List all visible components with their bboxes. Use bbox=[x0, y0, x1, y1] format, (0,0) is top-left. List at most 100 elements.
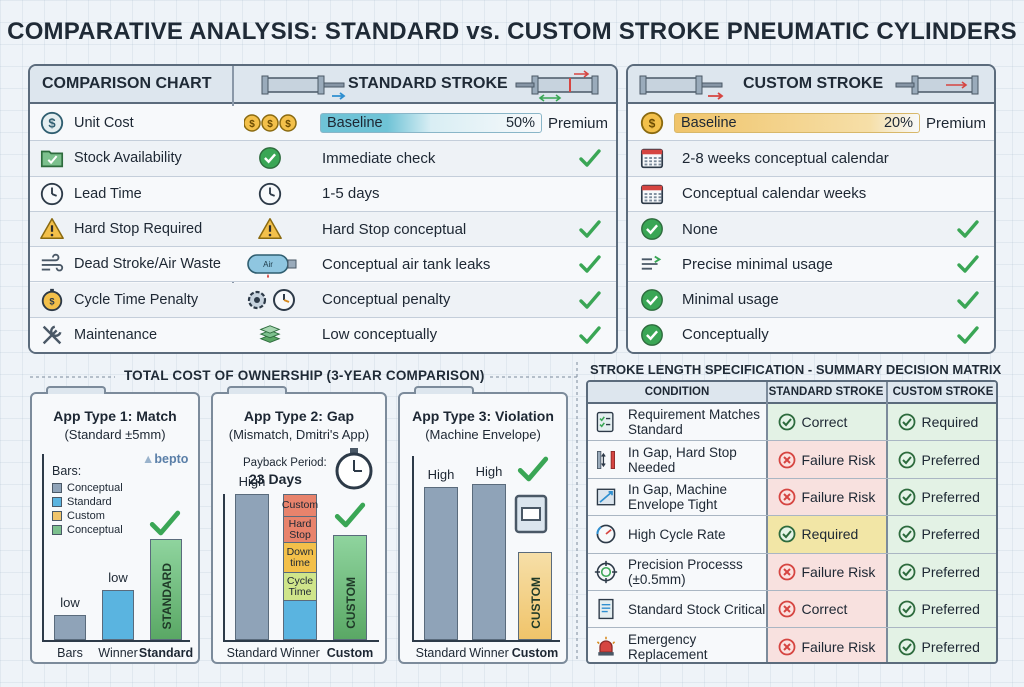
section-divider bbox=[576, 362, 578, 662]
svg-text:Air: Air bbox=[263, 260, 273, 269]
app2-title: App Type 2: Gap bbox=[243, 408, 355, 424]
comparison-row: Precise minimal usage bbox=[628, 247, 994, 283]
legend-label: Standard bbox=[67, 496, 112, 508]
app1-title: App Type 1: Match bbox=[53, 408, 177, 424]
bar-category-label: Custom bbox=[511, 646, 559, 660]
warning-icon bbox=[256, 215, 284, 243]
payback-label: Payback Period: bbox=[243, 457, 327, 469]
standard-value: Immediate check bbox=[322, 149, 436, 167]
check-circle-icon bbox=[898, 451, 916, 469]
x-circle-icon bbox=[778, 451, 796, 469]
check-circle-icon bbox=[778, 525, 796, 543]
bar-top-label: High bbox=[427, 467, 455, 482]
cost-bar bbox=[102, 590, 134, 640]
tools-icon bbox=[38, 321, 66, 349]
cost-bar bbox=[54, 615, 86, 640]
bar-category-label: Custom bbox=[326, 646, 374, 660]
check-circle-icon bbox=[898, 563, 916, 581]
check-circle-icon bbox=[638, 321, 666, 349]
custom-value: Conceptual calendar weeks bbox=[682, 185, 867, 203]
row-label: Dead Stroke/Air Waste bbox=[74, 256, 221, 273]
bar-category-label: Winner bbox=[98, 646, 138, 660]
condition-label: In Gap, Hard Stop Needed bbox=[628, 444, 737, 475]
custom-panel-header: CUSTOM STROKE bbox=[628, 66, 994, 104]
card-tab bbox=[46, 386, 106, 394]
segment-label: Custom bbox=[281, 499, 319, 511]
check-circle-icon bbox=[898, 525, 916, 543]
folder-check-icon bbox=[38, 144, 66, 172]
tco-title-rule bbox=[30, 376, 578, 378]
row-label: Cycle Time Penalty bbox=[74, 291, 199, 308]
bepto-logo: ▲bepto bbox=[142, 452, 189, 466]
verdict-label: Preferred bbox=[921, 451, 980, 468]
condition-label: In Gap, Machine Envelope Tight bbox=[628, 481, 728, 512]
wind-icon bbox=[38, 250, 66, 278]
verdict-label: Preferred bbox=[921, 601, 980, 618]
standard-value: Low conceptually bbox=[322, 326, 438, 344]
standard-value: 1-5 days bbox=[322, 185, 380, 203]
matrix-row: In Gap, Hard Stop Needed Failure Risk Pref… bbox=[588, 441, 996, 479]
card-tab bbox=[227, 386, 287, 394]
custom-verdict-cell: Required bbox=[887, 404, 996, 441]
app2-subtitle: (Mismatch, Dmitri's App) bbox=[228, 427, 370, 442]
app1-subtitle: (Standard ±5mm) bbox=[64, 427, 166, 442]
tco-title-text: TOTAL COST OF OWNERSHIP (3-YEAR COMPARIS… bbox=[123, 368, 485, 383]
app3-title: App Type 3: Violation bbox=[412, 408, 554, 424]
condition-label: Requirement Matches Standard bbox=[628, 407, 761, 438]
standard-verdict-cell: Failure Risk bbox=[767, 441, 886, 478]
bar-top-label: High bbox=[475, 464, 503, 479]
bar-category-label: Standard bbox=[138, 646, 194, 660]
row-label: Unit Cost bbox=[74, 115, 134, 132]
x-axis bbox=[412, 640, 560, 642]
coins-icon: $$$ bbox=[240, 109, 304, 137]
verdict-label: Preferred bbox=[921, 488, 980, 505]
gear-clock-icon bbox=[240, 286, 304, 314]
baseline-label: Baseline bbox=[327, 115, 383, 131]
comparison-row: Conceptually bbox=[628, 317, 994, 352]
legend-item: Standard bbox=[52, 496, 123, 508]
check-mark-icon bbox=[956, 323, 980, 347]
page-title: COMPARATIVE ANALYSIS: STANDARD vs. CUSTO… bbox=[7, 18, 1017, 45]
legend-swatch bbox=[52, 511, 62, 521]
premium-label: Premium bbox=[926, 114, 987, 132]
bar-inner-label: CUSTOM bbox=[344, 577, 358, 629]
verdict-label: Failure Risk bbox=[801, 451, 876, 468]
stacked-segment: Down time bbox=[284, 543, 316, 573]
svg-text:$: $ bbox=[285, 119, 291, 130]
custom-verdict-cell: Preferred bbox=[887, 628, 996, 662]
legend-item: Custom bbox=[52, 510, 123, 522]
custom-verdict-cell: Preferred bbox=[887, 478, 996, 516]
verdict-label: Preferred bbox=[921, 526, 980, 543]
check-circle-icon bbox=[638, 286, 666, 314]
comparison-chart-label: COMPARISON CHART bbox=[42, 75, 212, 92]
bar-top-label: High bbox=[238, 474, 266, 489]
bar-category-label: Winner bbox=[280, 646, 320, 660]
decision-matrix: CONDITION STANDARD STROKE CUSTOM STROKE … bbox=[586, 380, 998, 664]
stock-doc-icon bbox=[594, 597, 622, 621]
matrix-header-custom: CUSTOM STROKE bbox=[886, 382, 996, 404]
matrix-title: STROKE LENGTH SPECIFICATION - SUMMARY DE… bbox=[590, 362, 1002, 377]
svg-text:$: $ bbox=[48, 116, 56, 131]
legend-label: Conceptual bbox=[67, 524, 123, 536]
check-mark-icon bbox=[578, 252, 602, 276]
custom-verdict-cell: Preferred bbox=[887, 591, 996, 628]
svg-text:$: $ bbox=[49, 296, 55, 306]
segment-label: Down time bbox=[286, 545, 314, 569]
cost-bar bbox=[235, 494, 269, 640]
air-tank-icon: Air bbox=[240, 250, 304, 279]
bar-inner-label: CUSTOM bbox=[529, 577, 543, 629]
check-circle-icon bbox=[256, 144, 284, 172]
check-mark-icon bbox=[148, 506, 182, 545]
y-axis bbox=[412, 456, 414, 642]
matrix-header-condition: CONDITION bbox=[588, 382, 766, 404]
